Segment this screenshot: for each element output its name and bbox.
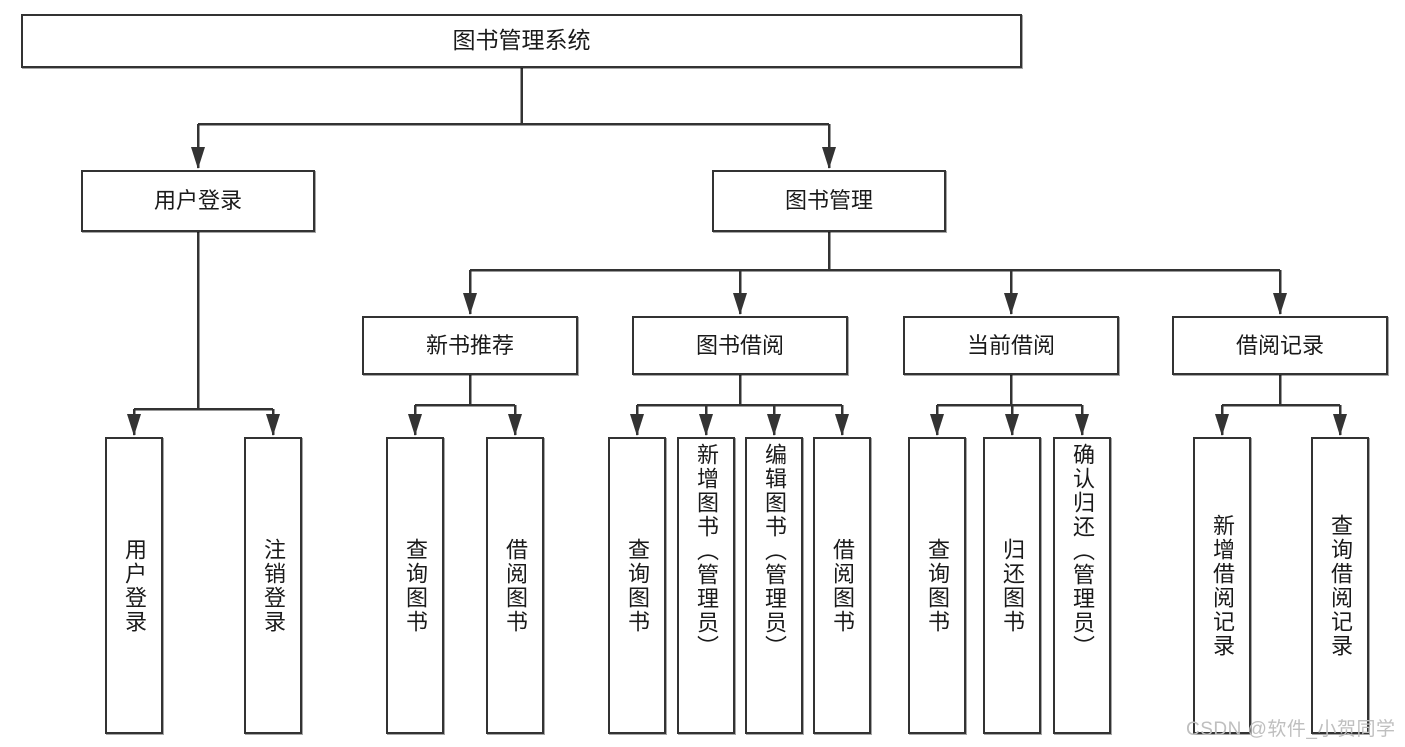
node-current-borrow-label: 当前借阅 bbox=[966, 332, 1055, 358]
leaf-query-book-borrow[interactable]: 查询图书 bbox=[608, 437, 666, 734]
leaf-add-borrow-record[interactable]: 新增借阅记录 bbox=[1193, 437, 1251, 734]
leaf-return-book[interactable]: 归还图书 bbox=[983, 437, 1041, 734]
leaf-query-book-borrow-label: 查询图书 bbox=[625, 537, 650, 634]
node-root[interactable]: 图书管理系统 bbox=[21, 14, 1022, 68]
node-new-book-recommend-label: 新书推荐 bbox=[425, 332, 514, 358]
node-book-borrow[interactable]: 图书借阅 bbox=[632, 316, 848, 375]
leaf-borrow-book-recommend[interactable]: 借阅图书 bbox=[486, 437, 544, 734]
leaf-query-book-current-label: 查询图书 bbox=[925, 537, 950, 634]
leaf-edit-book[interactable]: 编辑图书（管理员） bbox=[745, 437, 803, 734]
leaf-user-logout-label: 注销登录 bbox=[261, 537, 286, 634]
node-book-manage[interactable]: 图书管理 bbox=[712, 170, 946, 232]
leaf-query-borrow-record[interactable]: 查询借阅记录 bbox=[1311, 437, 1369, 734]
leaf-user-login[interactable]: 用户登录 bbox=[105, 437, 163, 734]
leaf-add-book-label: 新增图书（管理员） bbox=[694, 443, 719, 659]
leaf-add-book[interactable]: 新增图书（管理员） bbox=[677, 437, 735, 734]
node-borrow-record-label: 借阅记录 bbox=[1235, 332, 1324, 358]
leaf-query-borrow-record-label: 查询借阅记录 bbox=[1328, 513, 1353, 658]
node-user-login[interactable]: 用户登录 bbox=[81, 170, 315, 232]
leaf-edit-book-label: 编辑图书（管理员） bbox=[762, 443, 787, 659]
leaf-add-borrow-record-label: 新增借阅记录 bbox=[1210, 513, 1235, 658]
leaf-confirm-return[interactable]: 确认归还（管理员） bbox=[1053, 437, 1111, 734]
node-user-login-label: 用户登录 bbox=[153, 188, 242, 214]
leaf-user-login-label: 用户登录 bbox=[122, 537, 147, 634]
leaf-query-book-recommend-label: 查询图书 bbox=[403, 537, 428, 634]
leaf-query-book-recommend[interactable]: 查询图书 bbox=[386, 437, 444, 734]
leaf-confirm-return-label: 确认归还（管理员） bbox=[1070, 443, 1095, 659]
leaf-return-book-label: 归还图书 bbox=[1000, 537, 1025, 634]
leaf-user-logout[interactable]: 注销登录 bbox=[244, 437, 302, 734]
leaf-borrow-book[interactable]: 借阅图书 bbox=[813, 437, 871, 734]
node-book-borrow-label: 图书借阅 bbox=[695, 332, 784, 358]
leaf-query-book-current[interactable]: 查询图书 bbox=[908, 437, 966, 734]
node-borrow-record[interactable]: 借阅记录 bbox=[1172, 316, 1388, 375]
node-current-borrow[interactable]: 当前借阅 bbox=[903, 316, 1119, 375]
watermark: CSDN @软件_小贺同学 bbox=[1186, 719, 1396, 740]
leaf-borrow-book-recommend-label: 借阅图书 bbox=[503, 537, 528, 634]
leaf-borrow-book-label: 借阅图书 bbox=[830, 537, 855, 634]
node-new-book-recommend[interactable]: 新书推荐 bbox=[362, 316, 578, 375]
node-root-label: 图书管理系统 bbox=[452, 27, 591, 54]
node-book-manage-label: 图书管理 bbox=[784, 188, 873, 214]
